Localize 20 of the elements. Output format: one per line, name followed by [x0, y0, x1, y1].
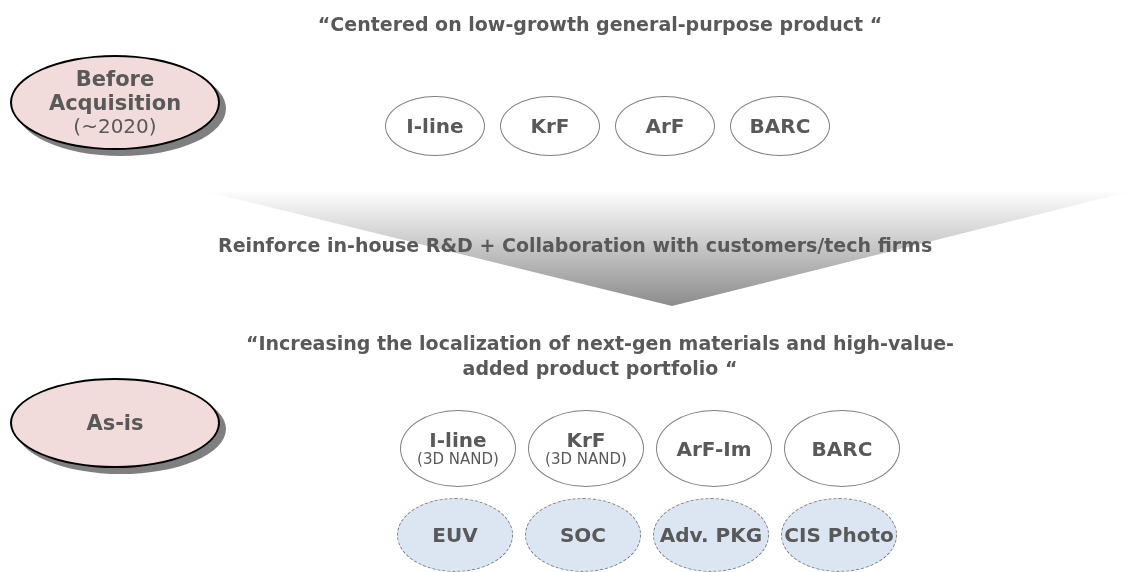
transition-label: Reinforce in-house R&D + Collaboration with customers/tech firms — [218, 234, 933, 256]
product-name: CIS Photo — [784, 524, 894, 546]
product-name: EUV — [432, 524, 478, 546]
product-name: SOC — [559, 524, 607, 546]
product-name: Adv. PKG — [659, 524, 763, 546]
product-name: As-is — [86, 410, 144, 436]
quote-text: “Increasing the localization of next-gen materials and high-value-added product portfolio “ — [230, 325, 970, 387]
product-name: BARC — [749, 115, 811, 137]
product-name: Before Acquisition — [47, 66, 183, 116]
product-name: BARC — [811, 437, 873, 460]
product-name: KrF — [566, 429, 606, 452]
product-name: I-line — [406, 115, 464, 137]
product-note: (3D NAND) — [545, 451, 627, 468]
product-name: ArF — [645, 115, 685, 137]
product-name: KrF — [530, 115, 570, 137]
product-note: (~2020) — [73, 115, 157, 139]
product-name: I-line — [429, 429, 487, 452]
product-name: ArF-Im — [676, 437, 752, 460]
quote-text: “Centered on low-growth general-purpose product “ — [290, 4, 910, 44]
product-note: (3D NAND) — [417, 451, 499, 468]
